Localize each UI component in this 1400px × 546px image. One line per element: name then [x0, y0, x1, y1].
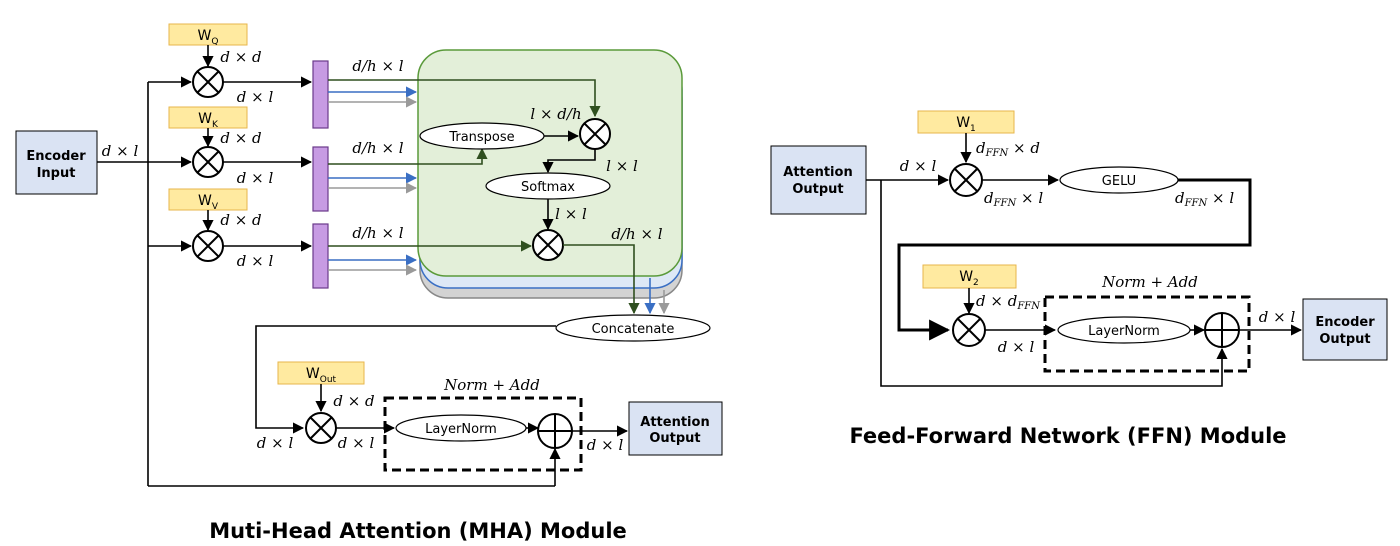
dim-transpose-out: l × d/h	[530, 105, 581, 123]
ffn-layernorm-label: LayerNorm	[1088, 324, 1160, 339]
encoder-input-label-1: Encoder	[26, 149, 86, 164]
dim-q-head: d/h × l	[352, 57, 403, 75]
wv-label: WV	[198, 193, 219, 212]
dim-v-head: d/h × l	[352, 224, 403, 242]
q-head-path	[328, 79, 601, 118]
encoder-output-label-1: Encoder	[1315, 315, 1375, 330]
dim-k-out: d × l	[237, 169, 274, 187]
k-head-path	[328, 147, 488, 165]
mha-norm-add-box	[383, 396, 583, 472]
mha-multiply-q	[192, 66, 224, 98]
ffn-title: Feed-Forward Network (FFN) Module	[849, 424, 1286, 448]
value-multiply	[532, 229, 564, 261]
mha-layernorm-label: LayerNorm	[425, 422, 497, 437]
score-multiply	[579, 118, 611, 150]
wout-label: WOut	[306, 366, 337, 385]
input-fanout	[97, 76, 561, 487]
mha-attention-output-label-1: Attention	[640, 415, 709, 430]
mha-norm-add-label: Norm + Add	[443, 376, 540, 394]
ffn-multiply-2	[952, 313, 986, 347]
dim-softmax-out: l × l	[555, 205, 587, 223]
mha-module: Encoder Input d × l WQ WK WV	[15, 23, 723, 543]
score-to-softmax	[542, 149, 596, 174]
dim-wk: d × d	[220, 129, 261, 147]
ffn-attention-output-box	[770, 145, 867, 215]
ffn-multiply-1	[949, 163, 983, 197]
encoder-output-label-2: Output	[1319, 332, 1370, 347]
ffn-dim-input: d × l	[900, 157, 937, 175]
ffn-dim-mul2: d × l	[998, 338, 1035, 356]
mha-multiply-k	[192, 146, 224, 178]
dim-wv: d × d	[220, 211, 261, 229]
concatenate-label: Concatenate	[592, 322, 675, 337]
ffn-add-node	[1204, 312, 1240, 348]
split-block-v	[312, 223, 329, 289]
split-inputs	[223, 76, 313, 252]
mha-title: Muti-Head Attention (MHA) Module	[209, 519, 627, 543]
softmax-label: Softmax	[521, 180, 575, 195]
dim-k-head: d/h × l	[352, 139, 403, 157]
ffn-module: Attention Output d × l W1 dFFN × d dFFN …	[770, 110, 1388, 448]
dim-input: d × l	[102, 142, 139, 160]
ffn-input-paths	[866, 174, 1228, 387]
ffn-attention-output-label-2: Output	[792, 182, 843, 197]
w2-label: W2	[959, 269, 979, 288]
mha-attention-output-box	[628, 401, 723, 456]
concat-to-projection	[255, 325, 556, 434]
heads-to-concat	[563, 244, 670, 315]
ffn-norm-add-box	[1043, 295, 1251, 373]
ffn-attention-output-label-1: Attention	[783, 165, 852, 180]
w1-label: W1	[956, 115, 976, 134]
gelu-label: GELU	[1102, 174, 1136, 189]
mha-multiply-v	[192, 230, 224, 262]
dim-q-out: d × l	[237, 88, 274, 106]
encoder-input-label-2: Input	[37, 166, 76, 181]
ffn-dim-result: d × l	[1259, 308, 1296, 326]
dim-proj-out: d × l	[338, 434, 375, 452]
dim-wout: d × d	[333, 392, 374, 410]
transpose-label: Transpose	[448, 130, 514, 145]
dim-score: l × l	[606, 157, 638, 175]
mha-add-node	[537, 413, 573, 449]
dim-mha-result: d × l	[587, 436, 624, 454]
wq-label: WQ	[198, 28, 219, 47]
head-branch-arrows	[328, 86, 418, 276]
ffn-dim-gelu: dFFN × l	[1175, 189, 1234, 209]
dim-v-out: d × l	[237, 252, 274, 270]
dim-wq: d × d	[220, 48, 261, 66]
projection-multiply	[305, 412, 337, 444]
mha-attention-output-label-2: Output	[649, 431, 700, 446]
ffn-dim-w2: d × dFFN	[976, 292, 1041, 312]
gelu-to-mul2	[897, 178, 1252, 341]
split-block-k	[312, 146, 329, 212]
split-block-q	[312, 60, 329, 129]
wk-label: WK	[198, 111, 219, 130]
dim-head-out: d/h × l	[611, 225, 662, 243]
concatenate-node	[555, 314, 711, 342]
ffn-norm-add-label: Norm + Add	[1101, 273, 1198, 291]
dim-concat-out: d × l	[257, 434, 294, 452]
encoder-output-box	[1302, 298, 1388, 361]
ffn-dim-mul1: dFFN × l	[984, 189, 1043, 209]
ffn-dim-w1: dFFN × d	[976, 139, 1040, 159]
